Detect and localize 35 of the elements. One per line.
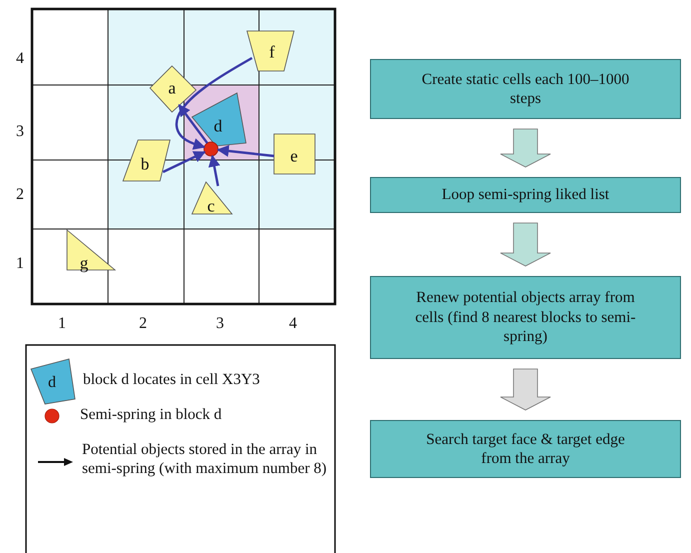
block-arrow: [500, 128, 551, 168]
legend-text: Potential objects stored in the array in semi-spring (with maximum number 8): [82, 441, 327, 478]
legend-sample-letter: d: [48, 375, 56, 391]
x-axis-tick-label: 1: [58, 316, 66, 332]
x-axis-tick-label: 3: [216, 316, 224, 332]
process-text: Create static cells each 100–1000 steps: [420, 70, 630, 108]
arrow: [208, 154, 220, 186]
process-text: Loop semi-spring liked list: [442, 185, 610, 205]
process-text: Renew potential objects array from cells (find 8 nearest blocks to semi-spring): [414, 288, 637, 347]
block-label: e: [290, 148, 298, 164]
block-arrow: [500, 368, 551, 410]
y-axis-tick-label: 2: [16, 187, 24, 203]
arrow: [175, 56, 253, 150]
arrow: [178, 104, 208, 144]
block-label: f: [269, 44, 275, 60]
process-text: Search target face & target edge from the array: [426, 430, 626, 468]
block-label: c: [207, 198, 215, 214]
x-axis-tick-label: 4: [289, 316, 297, 332]
arrow: [162, 150, 206, 174]
y-axis-tick-label: 1: [16, 256, 24, 272]
y-axis-tick-label: 3: [16, 124, 24, 140]
block-label: d: [214, 118, 222, 134]
process-box: [370, 59, 681, 119]
process-box: [370, 276, 681, 359]
arrow: [216, 145, 274, 158]
process-box: [370, 420, 681, 478]
block-arrow: [500, 222, 551, 266]
legend-text: block d locates in cell X3Y3: [83, 371, 261, 390]
process-box: [370, 177, 681, 213]
block-label: g: [80, 254, 88, 272]
block-label: a: [168, 80, 176, 96]
legend-text: Semi-spring in block d: [80, 406, 223, 425]
block-label: b: [140, 156, 150, 172]
x-axis-tick-label: 2: [139, 316, 147, 332]
y-axis-tick-label: 4: [16, 51, 24, 67]
